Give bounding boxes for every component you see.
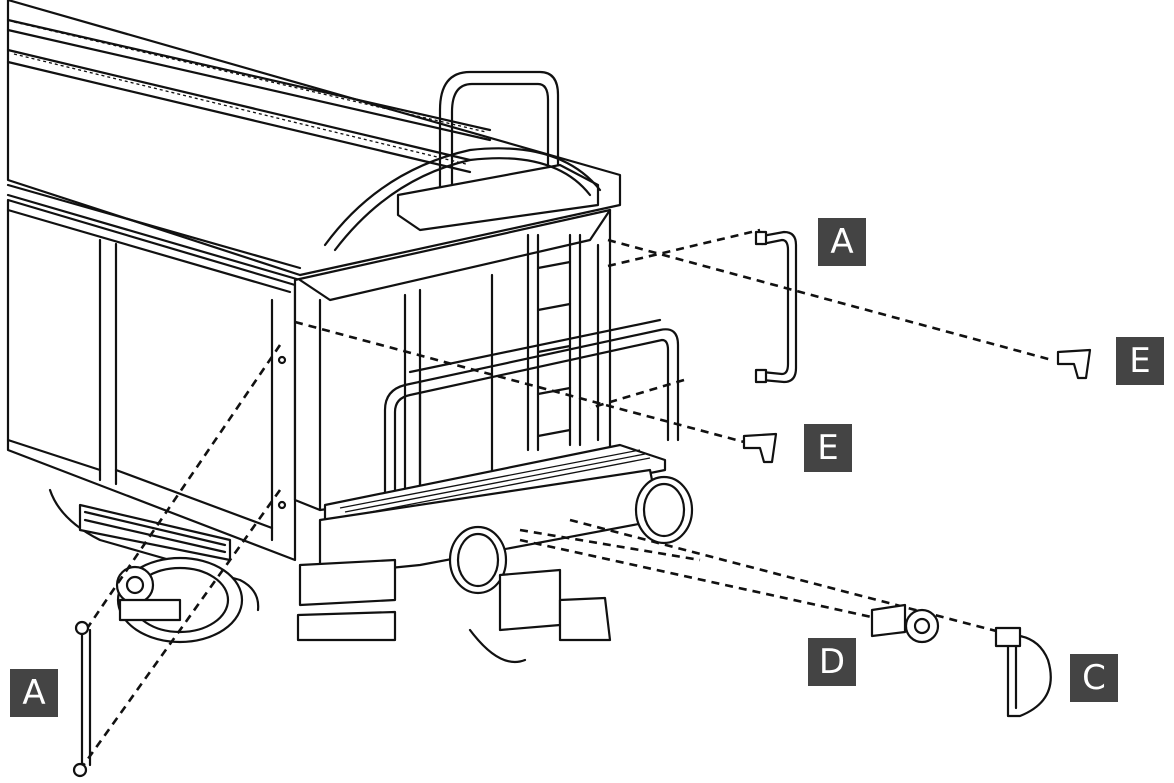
bogie (48, 488, 260, 644)
coupling-hook (468, 568, 612, 664)
wagon-side-wall (6, 198, 297, 562)
buffer-left (448, 525, 508, 595)
label-e-mid: E (804, 424, 852, 472)
label-a-top: A (818, 218, 866, 266)
coupling-part-d (870, 603, 940, 644)
grab-handle-a-top (754, 230, 798, 384)
label-a-bottom: A (10, 669, 58, 717)
lamp-bracket-e-right (1056, 348, 1092, 380)
label-c: C (1070, 654, 1118, 702)
label-e-right: E (1116, 337, 1164, 385)
buffer-right (634, 475, 694, 545)
lamp-bracket-e-mid (742, 432, 778, 464)
screw-coupling-c (994, 626, 1052, 718)
grab-handle-a-bottom (72, 620, 92, 778)
brake-platform (323, 443, 667, 522)
ladder (526, 233, 582, 452)
buffer-beam (296, 468, 662, 642)
label-d: D (808, 638, 856, 686)
platform-handrail (383, 318, 680, 522)
top-handle (323, 70, 602, 252)
